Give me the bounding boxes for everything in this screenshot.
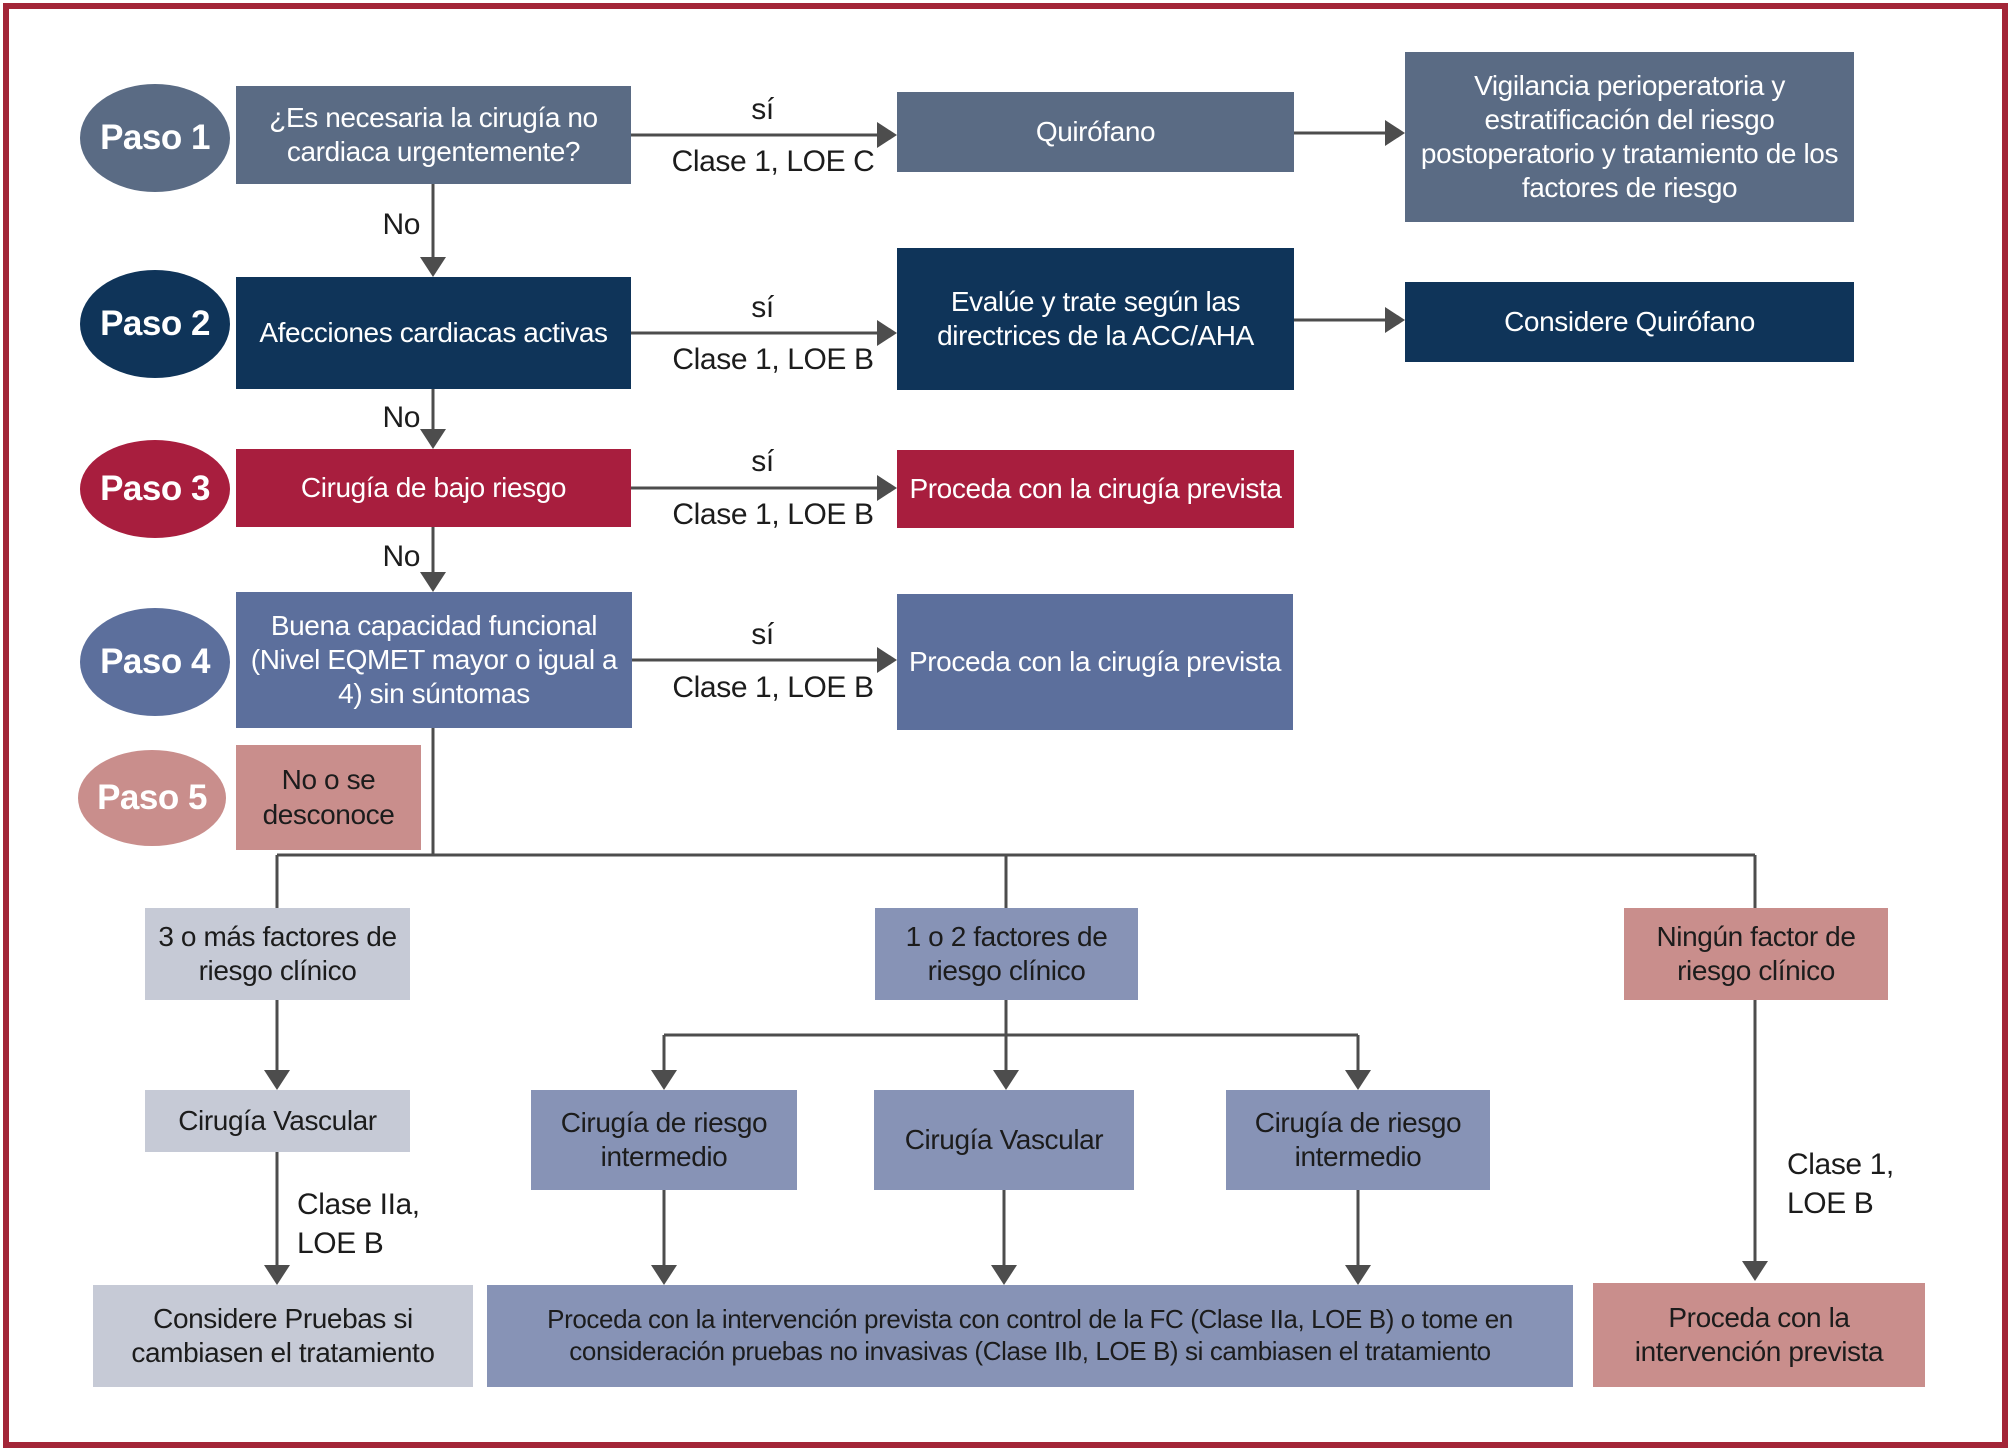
step2-no-label: No bbox=[382, 401, 420, 434]
step2-yes-label: sí bbox=[751, 291, 774, 324]
step3-no-label: No bbox=[382, 540, 420, 573]
step2-evaluate-box: Evalúe y trate según las directrices de … bbox=[897, 248, 1294, 390]
step1-clase-label: Clase 1, LOE C bbox=[671, 145, 875, 178]
step4-clase-label: Clase 1, LOE B bbox=[672, 671, 874, 704]
step1-yes-label: sí bbox=[751, 93, 774, 126]
step5-answer-box: No o se desconoce bbox=[236, 745, 421, 850]
step4-yes-label: sí bbox=[751, 618, 774, 651]
right-clase-label: Clase 1, LOE B bbox=[1787, 1148, 1894, 1220]
left-clase-label: Clase IIa, LOE B bbox=[297, 1188, 420, 1260]
step4-badge: Paso 4 bbox=[80, 608, 230, 716]
factors-1or2-box: 1 o 2 factores de riesgo clínico bbox=[875, 908, 1138, 1000]
step1-question-box: ¿Es necesaria la cirugía no cardiaca urg… bbox=[236, 86, 631, 184]
step3-badge: Paso 3 bbox=[80, 440, 230, 538]
step1-or-box: Quirófano bbox=[897, 92, 1294, 172]
step3-question-box: Cirugía de bajo riesgo bbox=[236, 449, 631, 527]
step5-badge: Paso 5 bbox=[78, 750, 226, 846]
step2-question-box: Afecciones cardiacas activas bbox=[236, 277, 631, 389]
step1-badge: Paso 1 bbox=[80, 84, 230, 192]
step2-consider-or-box: Considere Quirófano bbox=[1405, 282, 1854, 362]
proceed-intervention-box: Proceda con la intervención prevista bbox=[1593, 1283, 1925, 1387]
proceed-hr-control-box: Proceda con la intervención prevista con… bbox=[487, 1285, 1573, 1387]
step3-proceed-box: Proceda con la cirugía prevista bbox=[897, 450, 1294, 528]
step1-no-label: No bbox=[382, 208, 420, 241]
step2-badge: Paso 2 bbox=[80, 270, 230, 378]
vascular-surgery-left-box: Cirugía Vascular bbox=[145, 1090, 410, 1152]
step4-question-box: Buena capacidad funcional (Nivel EQMET m… bbox=[236, 592, 632, 728]
step3-yes-label: sí bbox=[751, 445, 774, 478]
consider-tests-box: Considere Pruebas si cambiasen el tratam… bbox=[93, 1285, 473, 1387]
step3-clase-label: Clase 1, LOE B bbox=[672, 498, 874, 531]
factors-none-box: Ningún factor de riesgo clínico bbox=[1624, 908, 1888, 1000]
step4-proceed-box: Proceda con la cirugía prevista bbox=[897, 594, 1293, 730]
vascular-surgery-mid-box: Cirugía Vascular bbox=[874, 1090, 1134, 1190]
intermediate-risk-surgery-1-box: Cirugía de riesgo intermedio bbox=[531, 1090, 797, 1190]
step2-clase-label: Clase 1, LOE B bbox=[672, 343, 874, 376]
intermediate-risk-surgery-2-box: Cirugía de riesgo intermedio bbox=[1226, 1090, 1490, 1190]
step1-surveillance-box: Vigilancia perioperatoria y estratificac… bbox=[1405, 52, 1854, 222]
factors-3plus-box: 3 o más factores de riesgo clínico bbox=[145, 908, 410, 1000]
